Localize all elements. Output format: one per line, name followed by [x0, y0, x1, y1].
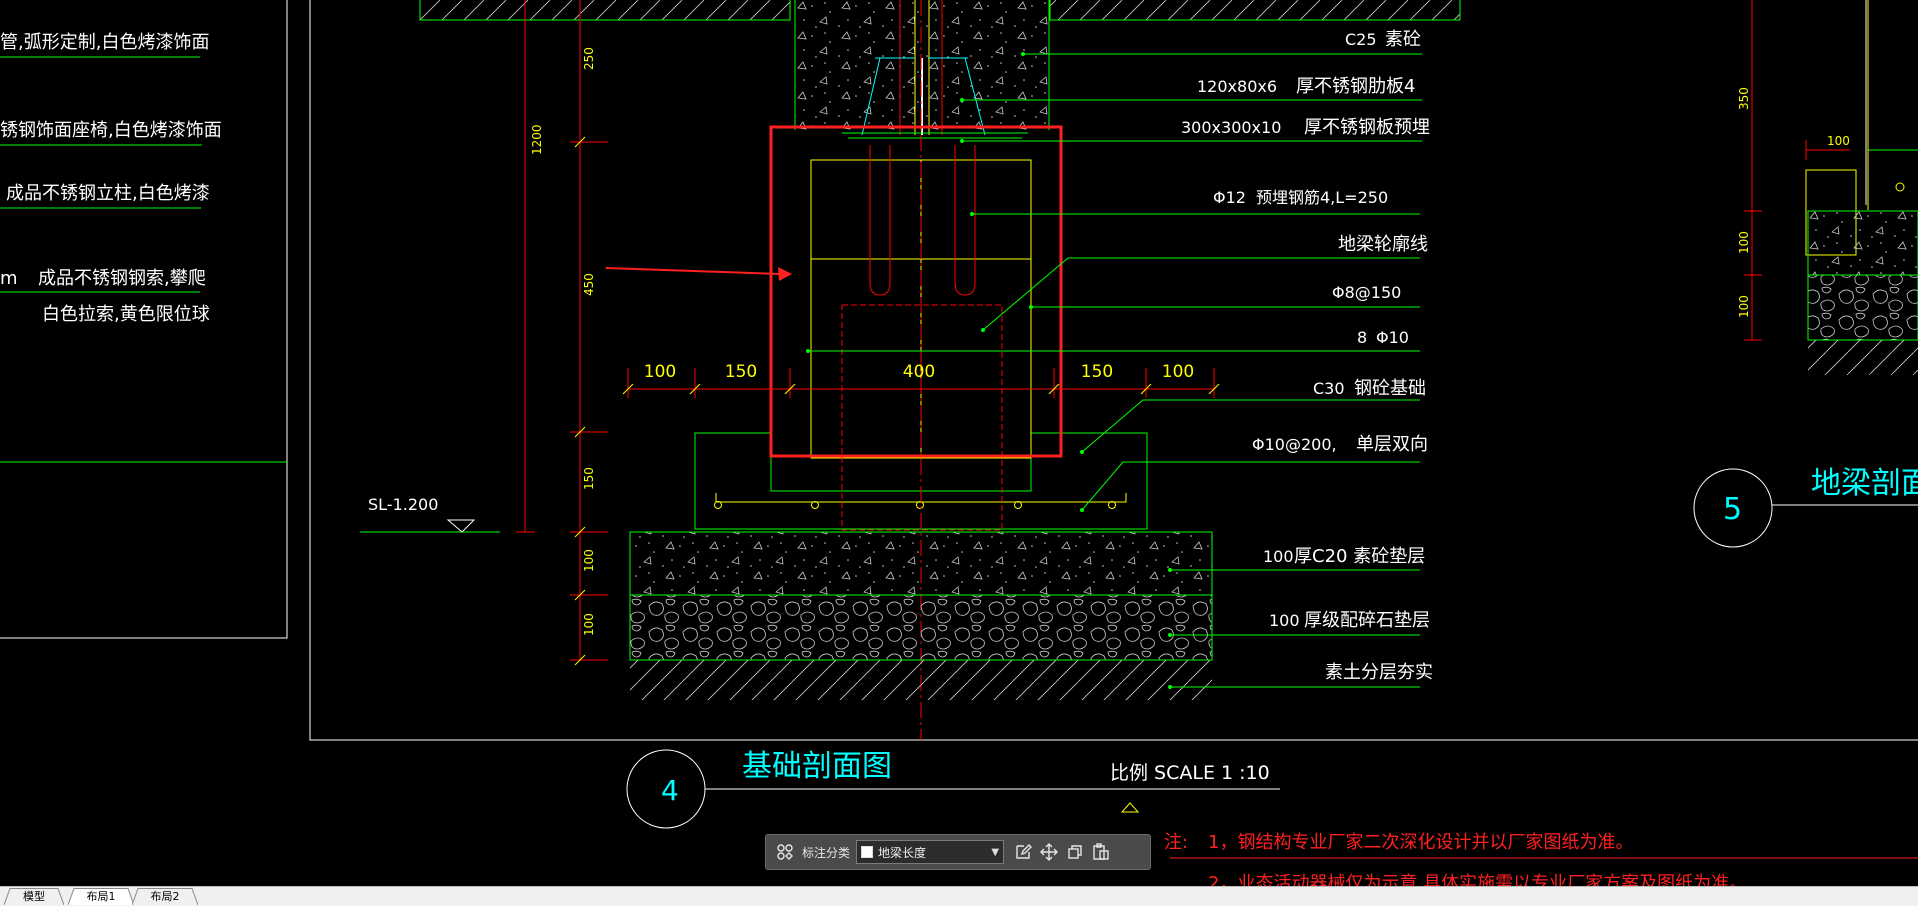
left-note-5: 白色拉索,黄色限位球	[42, 304, 210, 325]
chevron-down-icon[interactable]: ▼	[991, 846, 1000, 858]
label-10-text: 厚C20 素砼垫层	[1294, 546, 1425, 567]
bedding-layers	[629, 531, 1213, 700]
label-9-text: 单层双向	[1356, 434, 1428, 455]
left-note-4b: 成品不锈钢钢索,攀爬	[38, 268, 206, 289]
label-11-spec: 100	[1269, 611, 1300, 630]
label-4-spec: Φ12	[1213, 188, 1246, 207]
left-note-2: 锈钢饰面座椅,白色烤漆饰面	[0, 120, 222, 141]
label-3-text: 厚不锈钢板预埋	[1304, 117, 1430, 138]
left-note-4a: m	[0, 268, 18, 289]
annotation-category-label: 标注分类	[802, 845, 851, 860]
tab-layout-1-label: 布局1	[86, 890, 116, 903]
tab-layout-2-label: 布局2	[150, 890, 180, 903]
section-4-scale: 比例 SCALE 1 :10	[1110, 762, 1270, 784]
dim-h-3: 400	[903, 362, 935, 382]
ground-hatch-top	[419, 0, 1461, 21]
section-5-bubble	[1693, 468, 1773, 548]
dim-v-5: 100	[582, 613, 596, 636]
section-5-number: 5	[1723, 492, 1742, 527]
general-notes: 注: 1，钢结构专业厂家二次深化设计并以厂家图纸为准。 2，业态活动器械仅为示意…	[1120, 802, 1918, 886]
tab-model[interactable]: 模型	[4, 888, 64, 906]
label-7-text: Φ10	[1376, 328, 1409, 347]
move-icon[interactable]	[1036, 839, 1062, 865]
right-labels: C25 素砼 120x80x6 厚不锈钢肋板4 300x300x10 厚不锈钢板…	[1181, 29, 1433, 683]
annotation-category-select[interactable]: 地梁长度 ▼	[856, 840, 1005, 864]
edit-icon[interactable]	[1010, 839, 1036, 865]
dim-h-1: 100	[644, 362, 676, 382]
dim-5-v2: 100	[1737, 231, 1751, 254]
label-2-text: 厚不锈钢肋板4	[1296, 76, 1415, 97]
dim-h-5: 100	[1162, 362, 1194, 382]
concrete-pier	[794, 0, 1050, 139]
ground-level: SL-1.200	[360, 495, 500, 533]
left-note-1: 管,弧形定制,白色烤漆饰面	[0, 32, 209, 53]
dim-5-v1: 350	[1737, 87, 1751, 110]
paste-icon[interactable]	[1088, 839, 1114, 865]
label-8-text: 钢砼基础	[1354, 378, 1426, 399]
label-10-spec: 100	[1263, 547, 1294, 566]
dim-v-2: 450	[582, 273, 596, 296]
dimension-horizontal	[622, 368, 1220, 398]
label-2-spec: 120x80x6	[1197, 77, 1277, 96]
label-5-text: 地梁轮廓线	[1338, 234, 1428, 255]
tab-layout-2[interactable]: 布局2	[132, 888, 198, 906]
dim-h-2: 150	[725, 362, 757, 382]
label-12-text: 素土分层夯实	[1325, 662, 1433, 683]
tab-layout-1[interactable]: 布局1	[68, 888, 134, 906]
notes-line-1: 1，钢结构专业厂家二次深化设计并以厂家图纸为准。	[1208, 832, 1633, 853]
dim-v-1: 250	[582, 47, 596, 70]
left-notes: 管,弧形定制,白色烤漆饰面 锈钢饰面座椅,白色烤漆饰面 成品不锈钢立柱,白色烤漆…	[0, 32, 222, 325]
dim-v-4: 100	[582, 549, 596, 572]
label-4-text: 预埋钢筋4,L=250	[1256, 188, 1388, 207]
label-8-spec: C30	[1313, 379, 1345, 398]
label-11-text: 厚级配碎石垫层	[1304, 610, 1430, 631]
section-5-detail: 350 100 100 100 5 地梁剖面图	[1693, 0, 1918, 548]
highlight-box	[605, 125, 1063, 458]
tab-model-label: 模型	[23, 890, 45, 903]
section-4-name: 基础剖面图	[742, 749, 892, 784]
label-1-text: 素砼	[1385, 29, 1421, 50]
section-4-title: 4 基础剖面图 比例 SCALE 1 :10	[626, 749, 1280, 829]
annotation-toolbar: 标注分类 地梁长度 ▼	[765, 834, 1151, 870]
dim-h-4: 150	[1081, 362, 1113, 382]
leader-lines	[808, 53, 1422, 688]
left-note-3: 成品不锈钢立柱,白色烤漆	[6, 183, 210, 204]
annotation-category-value: 地梁长度	[878, 845, 927, 860]
leader-dots	[806, 52, 1172, 689]
checkbox-icon[interactable]	[861, 846, 874, 858]
layout-tab-bar: 模型 布局1 布局2	[0, 886, 1918, 906]
dim-5-v3: 100	[1737, 295, 1751, 318]
label-9-spec: Φ10@200,	[1252, 435, 1337, 454]
notes-prefix: 注:	[1164, 832, 1188, 853]
label-7-spec: 8	[1357, 328, 1367, 347]
section-4-number: 4	[661, 774, 679, 807]
dim-overall: 1200	[530, 124, 544, 155]
section-5-name: 地梁剖面图	[1811, 466, 1918, 501]
level-mark: SL-1.200	[368, 495, 438, 514]
dim-5-h1: 100	[1827, 134, 1850, 148]
dimension-vertical	[516, 0, 608, 666]
label-1-spec: C25	[1345, 30, 1377, 49]
drawing-frame	[0, 0, 1918, 741]
grid-icon[interactable]	[772, 839, 798, 865]
notes-line-2: 2，业态活动器械仅为示意,具体实施需以专业厂家方案及图纸为准。	[1208, 873, 1747, 886]
label-6-spec: Φ8@150	[1332, 283, 1401, 302]
label-3-spec: 300x300x10	[1181, 118, 1281, 137]
dim-v-3: 150	[582, 467, 596, 490]
copy-icon[interactable]	[1062, 839, 1088, 865]
